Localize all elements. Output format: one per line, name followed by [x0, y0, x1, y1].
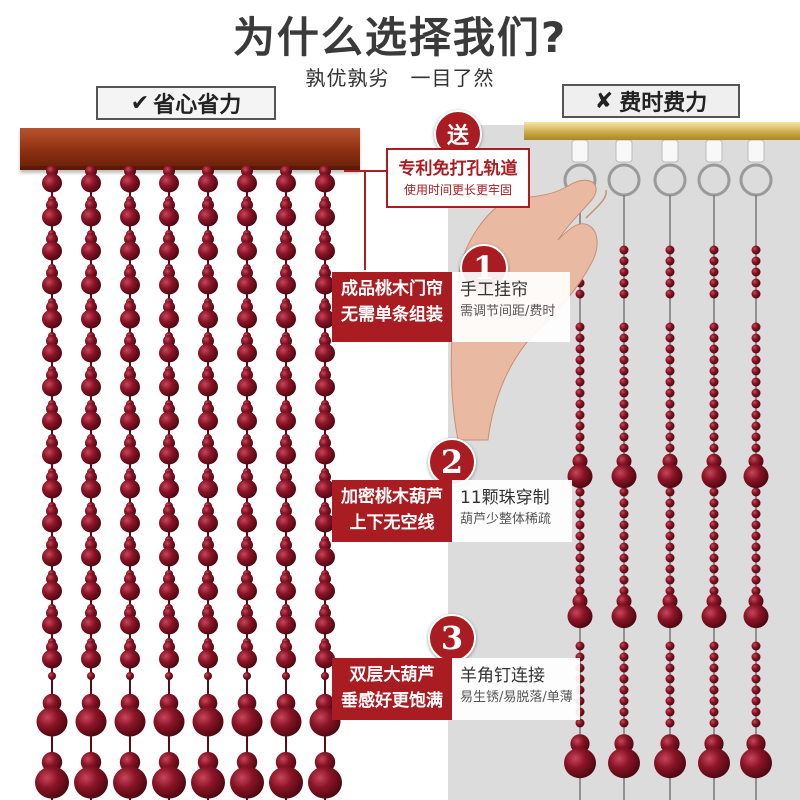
bead-strand [35, 166, 69, 800]
comparison-3-disadvantage: 羊角钉连接 易生锈/易脱落/单薄 [452, 658, 580, 720]
bead-strand [697, 140, 731, 800]
left-bead-curtain [35, 166, 342, 800]
comparison-3-advantage: 双层大葫芦 垂感好更饱满 [332, 658, 452, 720]
comparison-1-disadvantage: 手工挂帘 需调节间距/费时 [452, 272, 570, 342]
x-icon: ✘ [594, 88, 614, 114]
bead-strand [230, 166, 264, 800]
wooden-curtain-rod [20, 128, 360, 170]
bead-strand [653, 140, 687, 800]
connector-line-vertical [364, 170, 366, 270]
gift-track-callout: 专利免打孔轨道 使用时间更长更牢固 [386, 148, 530, 208]
gift-track-desc: 使用时间更长更牢固 [403, 183, 512, 197]
bead-strand [191, 166, 225, 800]
bead-strand [563, 140, 597, 800]
bead-strand [113, 166, 147, 800]
bead-strand [74, 166, 108, 800]
advantage-badge: ✔ 省心省力 [96, 86, 276, 120]
bead-strand [739, 140, 773, 800]
comparison-1-advantage: 成品桃木门帘 无需单条组装 [332, 272, 452, 342]
disadvantage-badge: ✘ 费时费力 [562, 84, 740, 118]
advantage-badge-label: 省心省力 [153, 93, 242, 118]
bead-strand [152, 166, 186, 800]
comparison-2-advantage: 加密桃木葫芦 上下无空线 [332, 480, 452, 542]
bead-strand [269, 166, 303, 800]
comparison-number-2: 2 [428, 438, 476, 486]
page-title: 为什么选择我们? [232, 13, 568, 62]
comparison-2-disadvantage: 11颗珠穿制 葫芦少整体稀疏 [452, 480, 572, 542]
disadvantage-badge-label: 费时费力 [619, 91, 708, 116]
check-icon: ✔ [130, 90, 150, 116]
gold-curtain-track [524, 122, 800, 140]
gift-track-title: 专利免打孔轨道 [398, 159, 518, 179]
comparison-number-3: 3 [428, 614, 476, 662]
page-subtitle: 孰优孰劣 一目了然 [305, 66, 495, 90]
bead-strand [607, 140, 641, 800]
